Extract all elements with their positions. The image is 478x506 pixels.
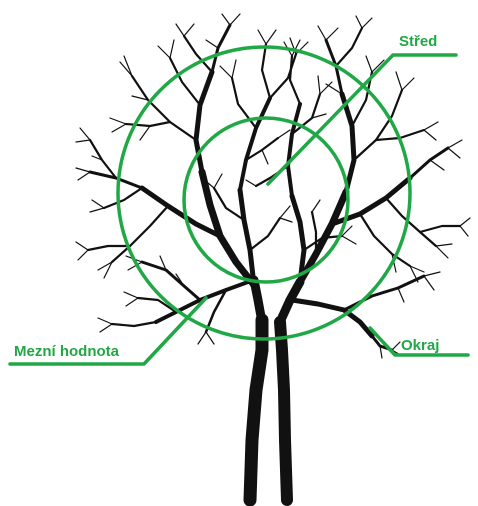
center-label: Střed bbox=[399, 33, 437, 51]
edge-zone-circle bbox=[118, 47, 410, 339]
tree-illustration-icon bbox=[76, 14, 470, 500]
edge-label: Okraj bbox=[401, 337, 439, 355]
boundary-label: Mezní hodnota bbox=[14, 343, 119, 361]
